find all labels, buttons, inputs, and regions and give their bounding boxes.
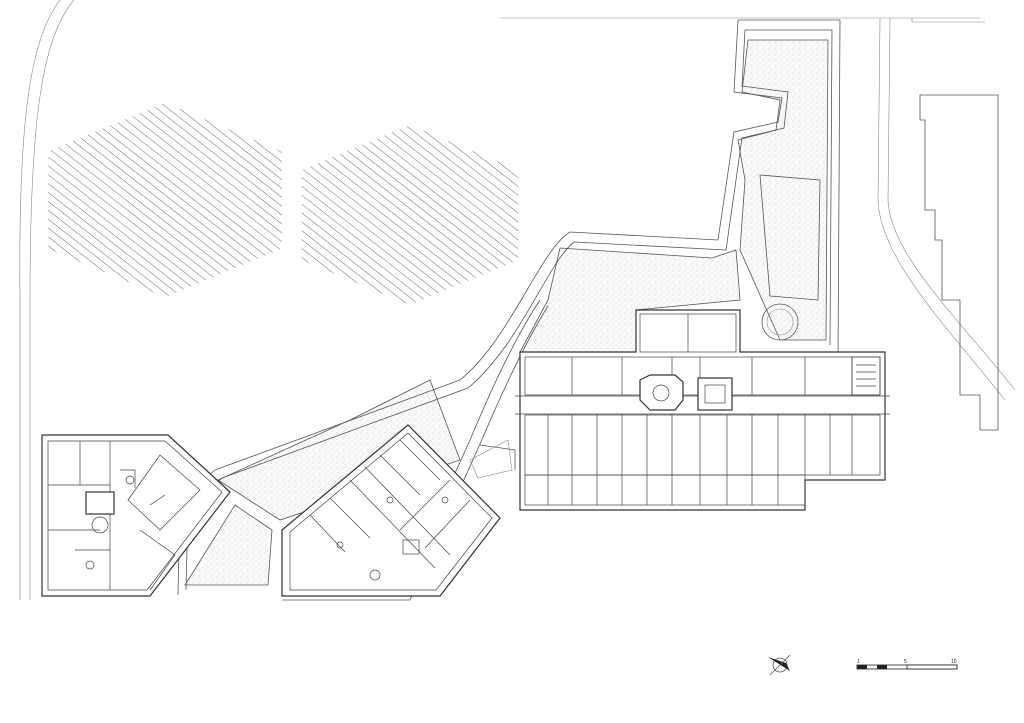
scale-label-5: 5 <box>904 659 907 665</box>
scale-label-10: 10 <box>951 659 957 665</box>
building-a <box>41 434 231 597</box>
site-boundary <box>177 19 841 601</box>
garden-areas <box>184 39 829 586</box>
scale-label-1: 1 <box>857 659 860 665</box>
site-context <box>19 0 1016 600</box>
building-b <box>281 424 501 597</box>
north-arrow-icon <box>768 654 791 676</box>
scale-bar-icon: 1 5 10 <box>856 659 958 670</box>
building-c <box>515 309 890 511</box>
